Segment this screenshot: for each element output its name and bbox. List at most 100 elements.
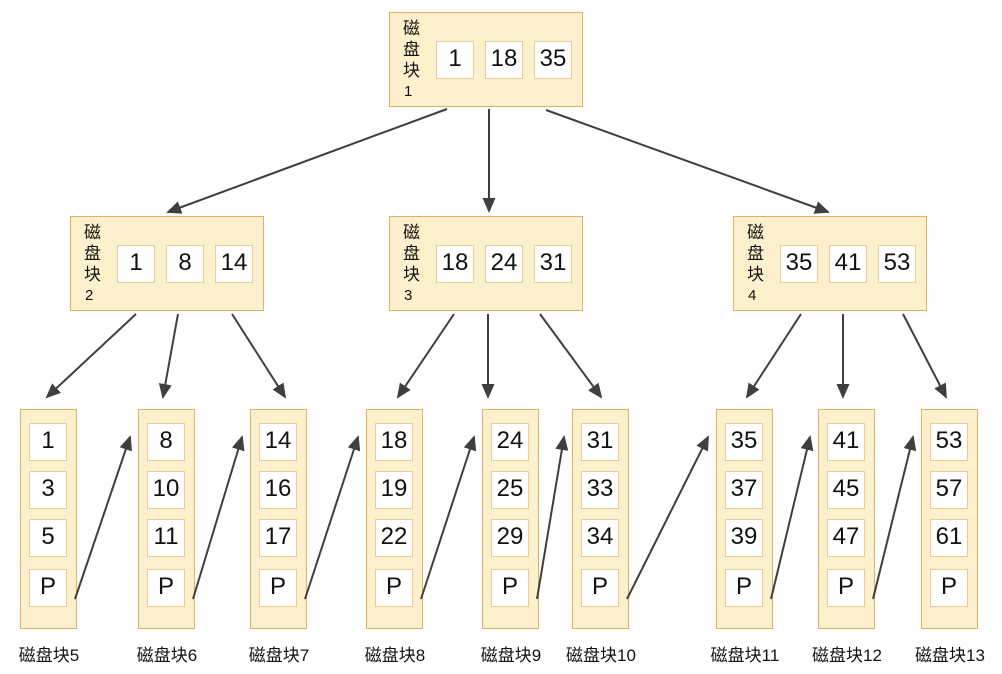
edge-block3-block10 bbox=[539, 313, 603, 399]
key-cell: 35 bbox=[534, 41, 572, 79]
leaf-cell: 10 bbox=[147, 471, 185, 509]
leaf-cell: 18 bbox=[375, 423, 413, 461]
edge-block3-block8 bbox=[396, 313, 455, 399]
leaf-link-block9-block10 bbox=[536, 435, 569, 600]
leaf-cell: 41 bbox=[827, 423, 865, 461]
leaf-cell: 8 bbox=[147, 423, 185, 461]
disk-block-11: 35 37 39 P bbox=[716, 409, 773, 629]
leaf-cell: 16 bbox=[259, 471, 297, 509]
disk-block-3-label: 磁盘块 3 bbox=[403, 222, 423, 305]
disk-block-10: 31 33 34 P bbox=[572, 409, 629, 629]
leaf-cell: 33 bbox=[581, 471, 619, 509]
edge-block2-block6 bbox=[158, 313, 179, 399]
leaf-cell: 19 bbox=[375, 471, 413, 509]
leaf-cell: 57 bbox=[930, 471, 968, 509]
disk-block-1-number: 1 bbox=[404, 83, 413, 100]
leaf-cell: 29 bbox=[491, 519, 529, 557]
disk-block-12-caption: 磁盘块12 bbox=[812, 646, 882, 665]
disk-block-2: 磁盘块 2 1 8 14 bbox=[70, 216, 264, 311]
edge-block2-block7 bbox=[231, 313, 287, 399]
leaf-cell: 47 bbox=[827, 519, 865, 557]
disk-block-9: 24 25 29 P bbox=[482, 409, 539, 629]
edge-block4-block13 bbox=[902, 313, 947, 399]
leaf-link-block8-block9 bbox=[420, 435, 477, 600]
disk-block-3: 磁盘块 3 18 24 31 bbox=[389, 216, 583, 311]
edge-block1-block2 bbox=[166, 108, 448, 214]
disk-block-13: 53 57 61 P bbox=[921, 409, 978, 629]
disk-block-5-caption: 磁盘块5 bbox=[18, 646, 80, 665]
disk-block-6-caption: 磁盘块6 bbox=[136, 646, 198, 665]
disk-block-4-number: 4 bbox=[748, 287, 757, 304]
leaf-pointer-cell: P bbox=[147, 569, 185, 607]
leaf-link-block12-block13 bbox=[872, 435, 917, 600]
leaf-cell: 14 bbox=[259, 423, 297, 461]
disk-block-8: 18 19 22 P bbox=[366, 409, 423, 629]
leaf-link-block10-block11 bbox=[626, 435, 709, 600]
disk-block-8-caption: 磁盘块8 bbox=[364, 646, 426, 665]
leaf-pointer-cell: P bbox=[259, 569, 297, 607]
leaf-cell: 39 bbox=[725, 519, 763, 557]
leaf-cell: 22 bbox=[375, 519, 413, 557]
key-cell: 8 bbox=[166, 245, 204, 283]
disk-block-11-caption: 磁盘块11 bbox=[710, 646, 780, 665]
leaf-link-block6-block7 bbox=[192, 435, 245, 600]
disk-block-2-label: 磁盘块 2 bbox=[84, 222, 104, 305]
disk-block-7: 14 16 17 P bbox=[250, 409, 307, 629]
disk-block-5: 1 3 5 P bbox=[20, 409, 77, 629]
disk-block-7-caption: 磁盘块7 bbox=[248, 646, 310, 665]
leaf-pointer-cell: P bbox=[375, 569, 413, 607]
disk-block-9-caption: 磁盘块9 bbox=[480, 646, 542, 665]
key-cell: 1 bbox=[117, 245, 155, 283]
disk-block-2-name: 磁盘块 bbox=[84, 223, 101, 284]
disk-block-2-number: 2 bbox=[85, 287, 94, 304]
disk-block-10-caption: 磁盘块10 bbox=[566, 646, 636, 665]
leaf-cell: 25 bbox=[491, 471, 529, 509]
leaf-cell: 45 bbox=[827, 471, 865, 509]
disk-block-4-keys: 35 41 53 bbox=[780, 245, 916, 283]
leaf-cell: 24 bbox=[491, 423, 529, 461]
leaf-cell: 37 bbox=[725, 471, 763, 509]
key-cell: 18 bbox=[485, 41, 523, 79]
disk-block-3-name: 磁盘块 bbox=[403, 223, 420, 284]
key-cell: 14 bbox=[215, 245, 253, 283]
disk-block-3-number: 3 bbox=[404, 287, 413, 304]
disk-block-4-name: 磁盘块 bbox=[747, 223, 764, 284]
leaf-cell: 17 bbox=[259, 519, 297, 557]
leaf-pointer-cell: P bbox=[930, 569, 968, 607]
leaf-pointer-cell: P bbox=[725, 569, 763, 607]
disk-block-4-label: 磁盘块 4 bbox=[747, 222, 767, 305]
disk-block-1-name: 磁盘块 bbox=[403, 19, 420, 80]
disk-block-12: 41 45 47 P bbox=[818, 409, 875, 629]
leaf-cell: 5 bbox=[29, 519, 67, 557]
disk-block-1: 磁盘块 1 1 18 35 bbox=[389, 12, 583, 107]
disk-block-3-keys: 18 24 31 bbox=[436, 245, 572, 283]
key-cell: 18 bbox=[436, 245, 474, 283]
leaf-pointer-cell: P bbox=[29, 569, 67, 607]
disk-block-1-keys: 1 18 35 bbox=[436, 41, 572, 79]
key-cell: 24 bbox=[485, 245, 523, 283]
key-cell: 53 bbox=[878, 245, 916, 283]
leaf-cell: 34 bbox=[581, 519, 619, 557]
edge-block2-block5 bbox=[45, 313, 137, 399]
leaf-cell: 53 bbox=[930, 423, 968, 461]
leaf-cell: 31 bbox=[581, 423, 619, 461]
edge-block1-block4 bbox=[545, 109, 830, 214]
leaf-link-block11-block12 bbox=[770, 435, 814, 600]
leaf-cell: 35 bbox=[725, 423, 763, 461]
leaf-cell: 1 bbox=[29, 423, 67, 461]
disk-block-2-keys: 1 8 14 bbox=[117, 245, 253, 283]
edge-block4-block11 bbox=[745, 313, 802, 399]
leaf-cell: 11 bbox=[147, 519, 185, 557]
key-cell: 41 bbox=[829, 245, 867, 283]
disk-block-4: 磁盘块 4 35 41 53 bbox=[733, 216, 927, 311]
leaf-pointer-cell: P bbox=[827, 569, 865, 607]
key-cell: 35 bbox=[780, 245, 818, 283]
disk-block-13-caption: 磁盘块13 bbox=[915, 646, 985, 665]
key-cell: 1 bbox=[436, 41, 474, 79]
leaf-link-block5-block6 bbox=[74, 435, 132, 600]
leaf-cell: 3 bbox=[29, 471, 67, 509]
leaf-cell: 61 bbox=[930, 519, 968, 557]
leaf-link-block7-block8 bbox=[304, 435, 361, 600]
key-cell: 31 bbox=[534, 245, 572, 283]
